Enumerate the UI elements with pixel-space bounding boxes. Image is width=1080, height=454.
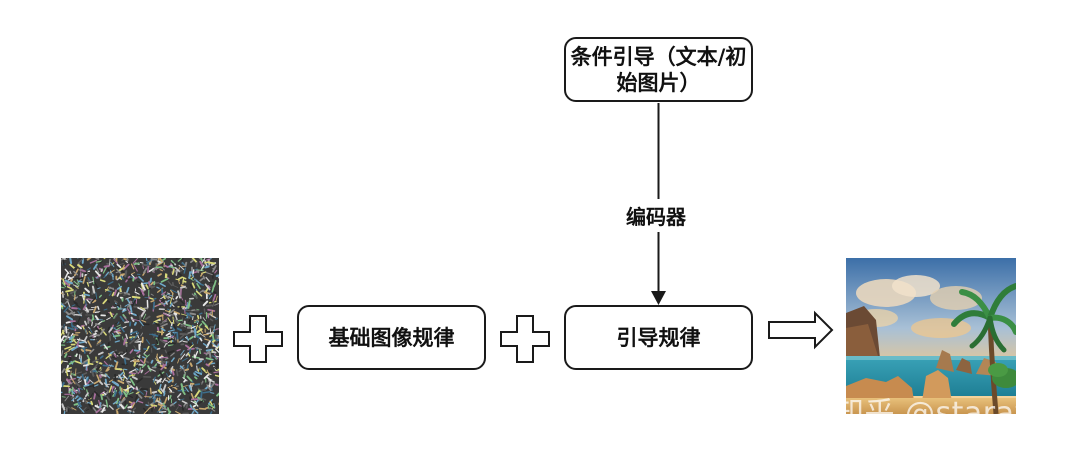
guidance-rule-box: 引导规律 bbox=[564, 305, 753, 370]
plus-icon bbox=[233, 315, 283, 363]
condition-guidance-label: 条件引导（文本/初始图片） bbox=[570, 44, 747, 95]
noise-image bbox=[61, 258, 219, 414]
guidance-rule-label: 引导规律 bbox=[616, 325, 701, 350]
watermark: 知乎 @starays bbox=[834, 396, 1049, 431]
encoder-arrowhead bbox=[651, 291, 666, 305]
condition-guidance-box: 条件引导（文本/初始图片） bbox=[564, 37, 753, 102]
result-arrow-icon bbox=[768, 310, 834, 350]
base-image-rule-label: 基础图像规律 bbox=[328, 325, 455, 350]
plus-icon bbox=[500, 315, 550, 363]
base-image-rule-box: 基础图像规律 bbox=[297, 305, 486, 370]
landscape-image bbox=[846, 258, 1016, 414]
encoder-label: 编码器 bbox=[624, 199, 688, 232]
